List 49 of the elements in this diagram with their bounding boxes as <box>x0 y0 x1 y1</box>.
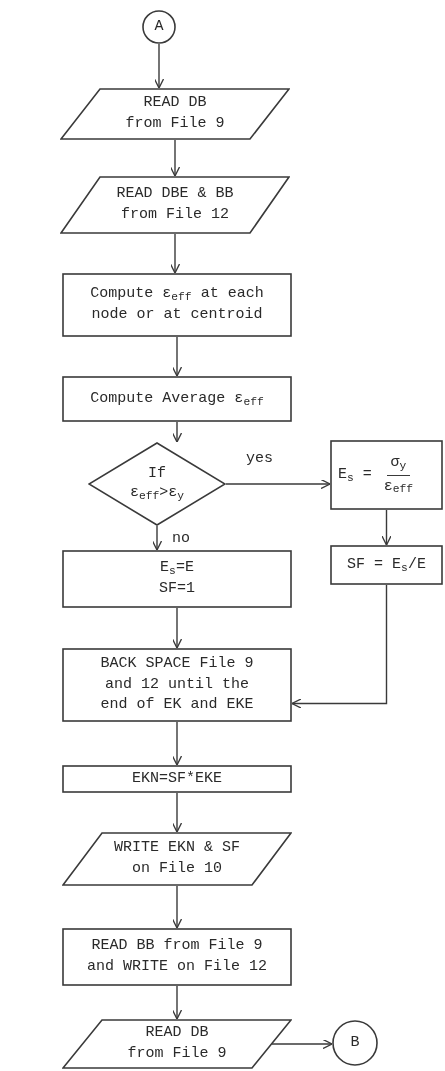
node-text: ε$_{eff}$ <box>383 476 414 498</box>
node-text: E$_{s}$=E <box>160 558 194 579</box>
process-box <box>330 545 443 585</box>
process-box <box>62 376 292 422</box>
node-text: READ DB from File 9 <box>126 1023 228 1064</box>
arrow <box>171 336 183 377</box>
arrow <box>169 139 181 177</box>
connector-circle <box>332 1020 378 1066</box>
process-box <box>62 550 292 608</box>
node-text: Compute Average ε$_{eff}$ <box>90 388 264 410</box>
process-box <box>62 273 292 337</box>
process-box <box>62 648 292 722</box>
node-text: READ DBE & BB from File 12 <box>115 184 235 225</box>
node-text: SF = E$_{s}$/E <box>347 554 426 576</box>
node-text: READ DB from File 9 <box>124 93 226 134</box>
data-parallelogram <box>62 832 292 886</box>
data-parallelogram <box>60 88 290 140</box>
process-box <box>330 440 443 510</box>
node-text: SF=1 <box>159 579 195 599</box>
connector-circle <box>142 10 176 44</box>
arrow <box>153 43 165 89</box>
process-box <box>62 928 292 986</box>
node-text: B <box>350 1032 360 1053</box>
arrow <box>171 421 183 443</box>
arrow <box>171 985 183 1020</box>
arrow <box>171 607 183 649</box>
arrow <box>381 509 392 546</box>
node-text: BACK SPACE File 9 and 12 until the end of EK and EKE <box>99 654 255 716</box>
decision-diamond <box>88 442 226 526</box>
arrow <box>171 885 183 929</box>
arrow <box>169 233 181 274</box>
node-text: Compute ε$_{eff}$ at each node or at centroid <box>89 284 265 325</box>
node-text: ε$_{eff}$>ε$_{y}$ <box>129 484 185 503</box>
arrow <box>225 478 331 490</box>
node-text: If <box>148 465 166 484</box>
process-box <box>62 765 292 793</box>
data-parallelogram <box>62 1019 292 1069</box>
node-text: READ BB from File 9 and WRITE on File 12 <box>86 936 268 977</box>
node-text: E$_{s}$ = <box>338 464 372 486</box>
arrow <box>171 792 183 833</box>
node-text: WRITE EKN & SF on File 10 <box>113 838 241 879</box>
numerator: σ$_{y}$ <box>386 452 411 476</box>
node-text: EKN=SF*EKE <box>132 768 222 789</box>
arrow <box>291 584 388 709</box>
arrow <box>271 1038 333 1050</box>
node-text: A <box>154 16 164 37</box>
arrow <box>171 721 183 766</box>
data-parallelogram <box>60 176 290 234</box>
arrow <box>151 525 163 551</box>
